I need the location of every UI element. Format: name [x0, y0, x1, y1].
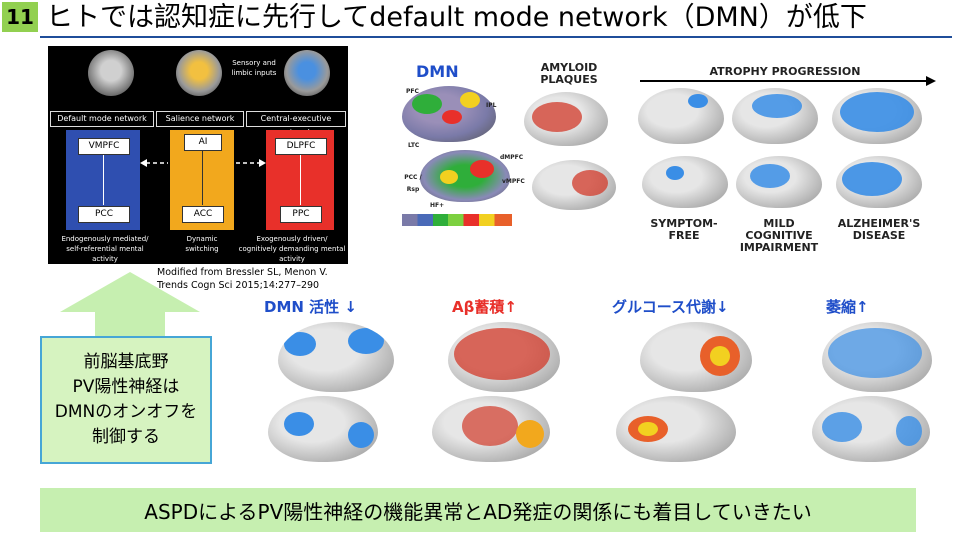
amyloid-title-1: AMYLOID	[540, 61, 598, 74]
region-label-pcc: PCC / Rsp	[404, 174, 422, 193]
central-caption-2: cognitively demanding mental	[238, 245, 346, 253]
salience-caption-1: Dynamic	[186, 235, 218, 243]
atrophy-brain-medial	[812, 396, 930, 462]
node-ai: AI	[184, 134, 222, 151]
dmn-legend-bar	[402, 214, 512, 226]
abeta-brain-medial	[432, 396, 550, 462]
atrophy-brain-1-lateral	[638, 88, 724, 144]
callout-line: 前脳基底野	[83, 352, 169, 372]
pv-neuron-callout: 前脳基底野 PV陽性神経は DMNのオンオフを 制御する	[40, 336, 212, 464]
dmn-activity-brain-medial	[268, 396, 378, 462]
switching-arrows	[140, 159, 266, 167]
label-atrophy: 萎縮↑	[826, 298, 869, 316]
atrophy-brain-lateral	[822, 322, 932, 392]
citation-line: Trends Cogn Sci 2015;14:277–290	[157, 280, 320, 291]
region-label-pfc: PFC	[406, 88, 419, 95]
atrophy-brain-1-medial	[642, 156, 728, 208]
atrophy-brain-2-medial	[736, 156, 822, 208]
up-arrow-shaft	[95, 312, 165, 336]
salience-column: AI ACC	[170, 130, 234, 230]
region-label-vmpfc: vMPFC	[502, 178, 525, 185]
dmn-column: VMPFC PCC	[66, 130, 140, 230]
region-label-ltc: LTC	[408, 142, 420, 149]
glucose-brain-medial	[616, 396, 736, 462]
brain-scan-central	[284, 50, 330, 96]
dmn-activity-brain-lateral	[278, 322, 394, 392]
central-caption-3: activity	[279, 255, 305, 263]
region-label-ipl: IPL	[486, 102, 497, 109]
region-label-hf: HF+	[430, 202, 445, 209]
network-label-salience: Salience network	[156, 111, 244, 127]
dmn-brain-lateral	[402, 86, 496, 142]
citation-line: Modified from Bressler SL, Menon V.	[157, 267, 328, 278]
dmn-brain-medial	[420, 150, 510, 202]
title-underline	[40, 36, 952, 38]
network-figure: Sensory and limbic inputs Default mode n…	[48, 46, 348, 264]
network-label-dmn: Default mode network	[50, 111, 154, 127]
central-caption-1: Exogenously driven/	[256, 235, 328, 243]
salience-caption-2: switching	[185, 245, 219, 253]
amyloid-title-2: PLAQUES	[540, 73, 598, 86]
callout-line: PV陽性神経は	[72, 377, 180, 397]
central-column: DLPFC PPC	[266, 130, 334, 230]
connector-line	[103, 155, 104, 205]
slide-number: 11	[2, 2, 38, 32]
atrophy-brain-3-lateral	[832, 88, 922, 144]
label-abeta: Aβ蓄積↑	[452, 298, 517, 316]
connector-line	[300, 155, 301, 205]
node-dlpfc: DLPFC	[275, 138, 327, 155]
atrophy-brain-3-medial	[836, 156, 922, 208]
stage-mci: MILD COGNITIVE IMPAIRMENT	[739, 217, 819, 254]
amyloid-brain-medial	[532, 160, 616, 210]
glucose-brain-lateral	[640, 322, 752, 392]
abeta-brain-lateral	[448, 322, 560, 392]
stage-ad: ALZHEIMER'S DISEASE	[837, 217, 921, 242]
dmn-figure-title: DMN	[416, 62, 459, 81]
callout-line: 制御する	[92, 427, 160, 447]
node-pcc: PCC	[78, 206, 130, 223]
node-acc: ACC	[182, 206, 224, 223]
atrophy-brain-2-lateral	[732, 88, 818, 144]
dmn-caption-2: self-referential mental	[66, 245, 144, 253]
node-ppc: PPC	[280, 206, 322, 223]
callout-line: DMNのオンオフを	[54, 402, 198, 422]
atrophy-arrow	[640, 80, 930, 82]
sensory-caption-1: Sensory and	[232, 59, 276, 67]
node-vmpfc: VMPFC	[78, 138, 130, 155]
brain-scan-salience	[176, 50, 222, 96]
region-label-dmpfc: dMPFC	[500, 154, 524, 161]
atrophy-title: ATROPHY PROGRESSION	[709, 65, 861, 78]
label-dmn-activity: DMN 活性 ↓	[264, 298, 357, 316]
dmn-caption-3: activity	[92, 255, 118, 263]
amyloid-brain-lateral	[524, 92, 608, 146]
stage-symptom-free: SYMPTOM-FREE	[650, 217, 718, 242]
connector-line	[202, 151, 203, 205]
up-arrow-head	[60, 272, 200, 312]
bottom-banner: ASPDによるPV陽性神経の機能異常とAD発症の関係にも着目していきたい	[40, 488, 916, 532]
citation: Modified from Bressler SL, Menon V. Tren…	[157, 266, 367, 292]
atrophy-arrowhead	[926, 76, 936, 86]
slide-title: ヒトでは認知症に先行してdefault mode network（DMN）が低下	[46, 2, 867, 33]
dmn-caption-1: Endogenously mediated/	[61, 235, 149, 243]
network-label-central: Central-executive network	[246, 111, 346, 137]
sensory-caption-2: limbic inputs	[231, 69, 277, 77]
label-glucose: グルコース代謝↓	[612, 298, 729, 316]
brain-scan-dmn	[88, 50, 134, 96]
